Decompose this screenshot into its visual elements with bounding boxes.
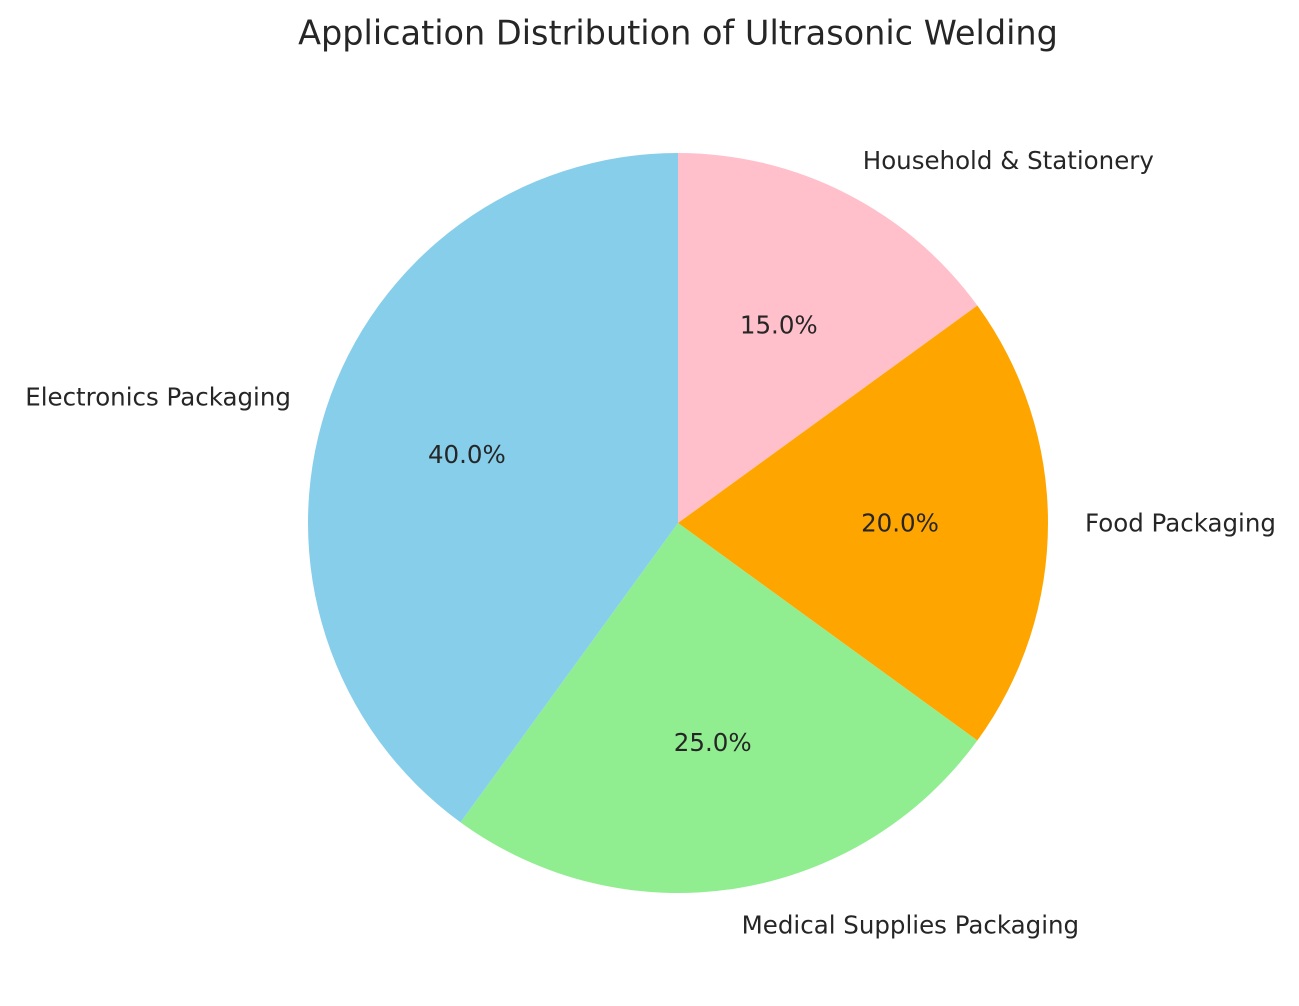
pie-slice-medical-supplies-packaging — [460, 523, 978, 894]
chart-title: Application Distribution of Ultrasonic W… — [298, 14, 1058, 53]
pie-slice-label-food-packaging: Food Packaging — [1085, 509, 1276, 538]
pie-slice-label-household-stationery: Household & Stationery — [863, 146, 1154, 175]
pie-slice-label-electronics-packaging: Electronics Packaging — [25, 383, 291, 412]
pie-pct-label-electronics-packaging: 40.0% — [428, 440, 506, 469]
pie-slice-food-packaging — [678, 305, 1048, 741]
pie-slice-electronics-packaging — [307, 152, 678, 823]
pie-pct-label-household-stationery: 15.0% — [740, 311, 818, 340]
pie-slice-label-medical-supplies-packaging: Medical Supplies Packaging — [742, 910, 1079, 939]
pie-pct-label-medical-supplies-packaging: 25.0% — [674, 728, 752, 757]
pie-slice-household-stationery — [678, 153, 978, 523]
pie-pct-label-food-packaging: 20.0% — [861, 509, 939, 538]
